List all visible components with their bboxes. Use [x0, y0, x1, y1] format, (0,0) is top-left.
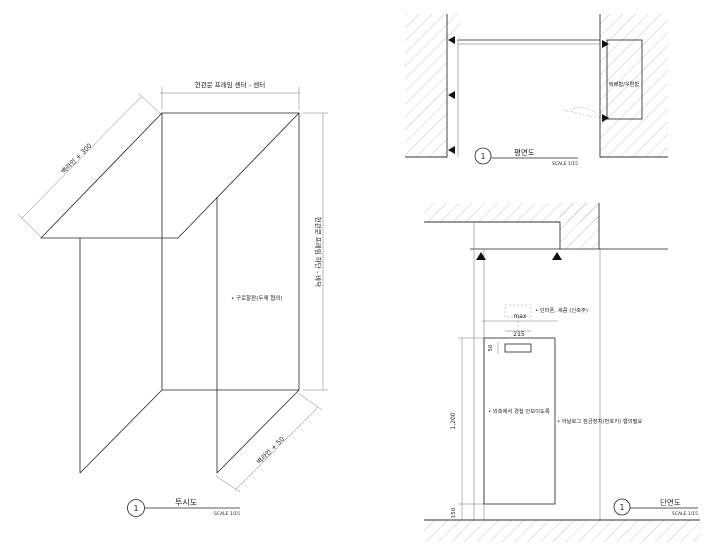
- perspective-view-number: 1: [133, 504, 138, 513]
- section-view-number: 1: [620, 503, 625, 512]
- mailbox-label: 택배함/우편함: [609, 80, 640, 88]
- perspective-scale: SCALE 1/15: [214, 511, 240, 517]
- perspective-view-title: 투시도: [175, 498, 197, 507]
- mail-slot: [504, 343, 532, 353]
- dim-frame-center-label: 현관문 프레임 센터 - 센터: [195, 80, 265, 89]
- section-view: max 215 50 1,200 150 • 인터폰, 세콤 (신축주) • 외…: [424, 203, 700, 542]
- perspective-view: 현관문 프레임 센터 - 센터 벽라인 + 300 현관문 프레임 하단 - 바…: [17, 80, 328, 517]
- dim-max-label: max: [513, 313, 527, 320]
- section-view-title: 단면도: [660, 497, 681, 507]
- plan-view: 택배함/우편함 1 평면도 SCALE 1/15: [405, 14, 668, 167]
- dim-1200-label: 1,200: [450, 412, 457, 429]
- dim-depth-label: 벽라인 + 300: [59, 141, 94, 176]
- mailbox-box: [606, 39, 643, 120]
- dim-height-label: 현관문 프레임 하단 - 바닥: [314, 217, 323, 287]
- section-note-top: • 인터폰, 세콤 (신축주): [535, 306, 588, 314]
- dim-215-label: 215: [513, 331, 525, 338]
- plan-scale: SCALE 1/15: [552, 161, 578, 167]
- plan-view-title: 평면도: [514, 147, 535, 157]
- perspective-title-block: 1 투시도 SCALE 1/15: [127, 498, 240, 517]
- perspective-note: • 구로할판(두께 협의): [231, 294, 283, 302]
- door-panel: [483, 337, 556, 505]
- section-note-left: • 외측에서 경첩 안보이도록: [488, 407, 550, 415]
- plan-title-block: 1 평면도 SCALE 1/15: [474, 147, 578, 167]
- section-scale: SCALE 1/15: [672, 511, 698, 517]
- dim-depth: 벽라인 + 300: [17, 92, 162, 239]
- dim-150-label: 150: [451, 507, 457, 518]
- dim-frame-center: 현관문 프레임 센터 - 센터: [160, 80, 300, 110]
- section-title-block: 1 단면도 SCALE 1/15: [613, 497, 698, 517]
- section-note-right: • 아날로그 잠금장치(번호키) 협의필요: [557, 417, 643, 425]
- dim-bottom-label: 벽라인 + 50: [254, 434, 286, 466]
- dim-50-label: 50: [488, 344, 494, 351]
- plan-view-number: 1: [481, 152, 486, 161]
- canopy-top-panel: [40, 112, 300, 239]
- dim-height: 현관문 프레임 하단 - 바닥: [303, 112, 328, 391]
- dim-bottom: 벽라인 + 50: [215, 392, 323, 493]
